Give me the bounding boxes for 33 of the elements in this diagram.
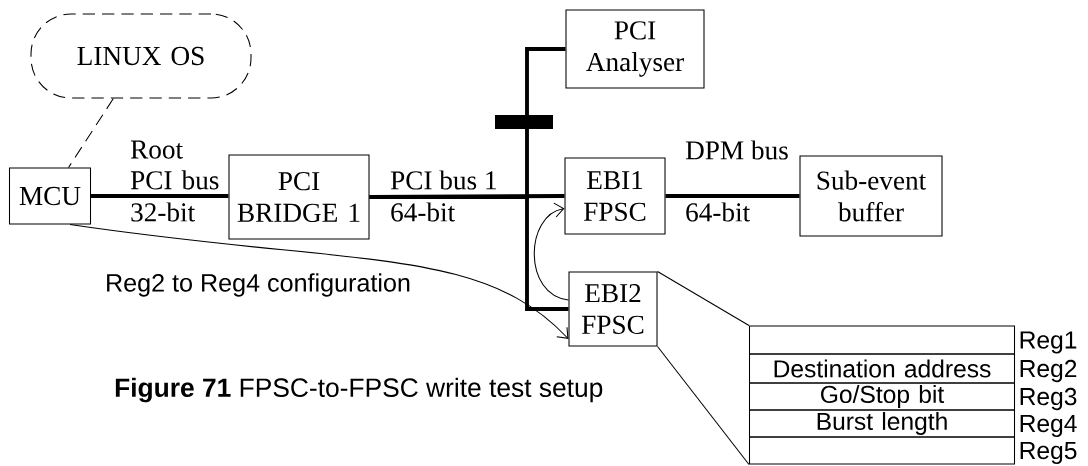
register-row: Go/Stop bit (749, 382, 1016, 411)
edge-label: PCI bus 1 (390, 170, 496, 190)
register-row (749, 325, 1016, 355)
edge-label: Reg2 to Reg4 configuration (107, 273, 410, 297)
register-name: Reg1 (1020, 331, 1077, 354)
block-box: EBI1 FPSC (564, 157, 666, 235)
curved-arrow (69, 224, 569, 339)
block-box: Sub-event buffer (799, 155, 943, 237)
block-box: PCI Analyser (565, 9, 705, 89)
thought-bubble: LINUX OS (30, 13, 252, 99)
block-box: MCU (8, 167, 92, 225)
register-row: Burst length (749, 409, 1016, 438)
register-name: Reg5 (1020, 442, 1077, 464)
bus-line (369, 195, 569, 311)
connector-line (68, 98, 114, 168)
register-name: Reg3 (1020, 387, 1077, 411)
block-box: EBI2 FPSC (568, 271, 658, 347)
register-name: Reg2 (1020, 359, 1077, 383)
zoom-line (657, 346, 750, 466)
register-row: Destination address (749, 353, 1016, 384)
edge-label: DPM bus (685, 140, 788, 160)
curved-arrow (533, 202, 569, 301)
bus-line (665, 194, 800, 198)
bus-width-label: 32-bit (131, 202, 195, 222)
bus-line (91, 194, 229, 198)
register-name: Reg4 (1020, 415, 1077, 437)
register-row (749, 436, 1016, 465)
block-box: PCI BRIDGE 1 (228, 154, 370, 240)
zoom-line (657, 270, 750, 326)
bus-width-label: 64-bit (391, 202, 456, 222)
figure-caption: Figure 71 FPSC-to-FPSC write test setup (115, 377, 603, 403)
edge-label: Root PCI bus (130, 140, 219, 190)
bus-width-label: 64-bit (686, 202, 751, 222)
